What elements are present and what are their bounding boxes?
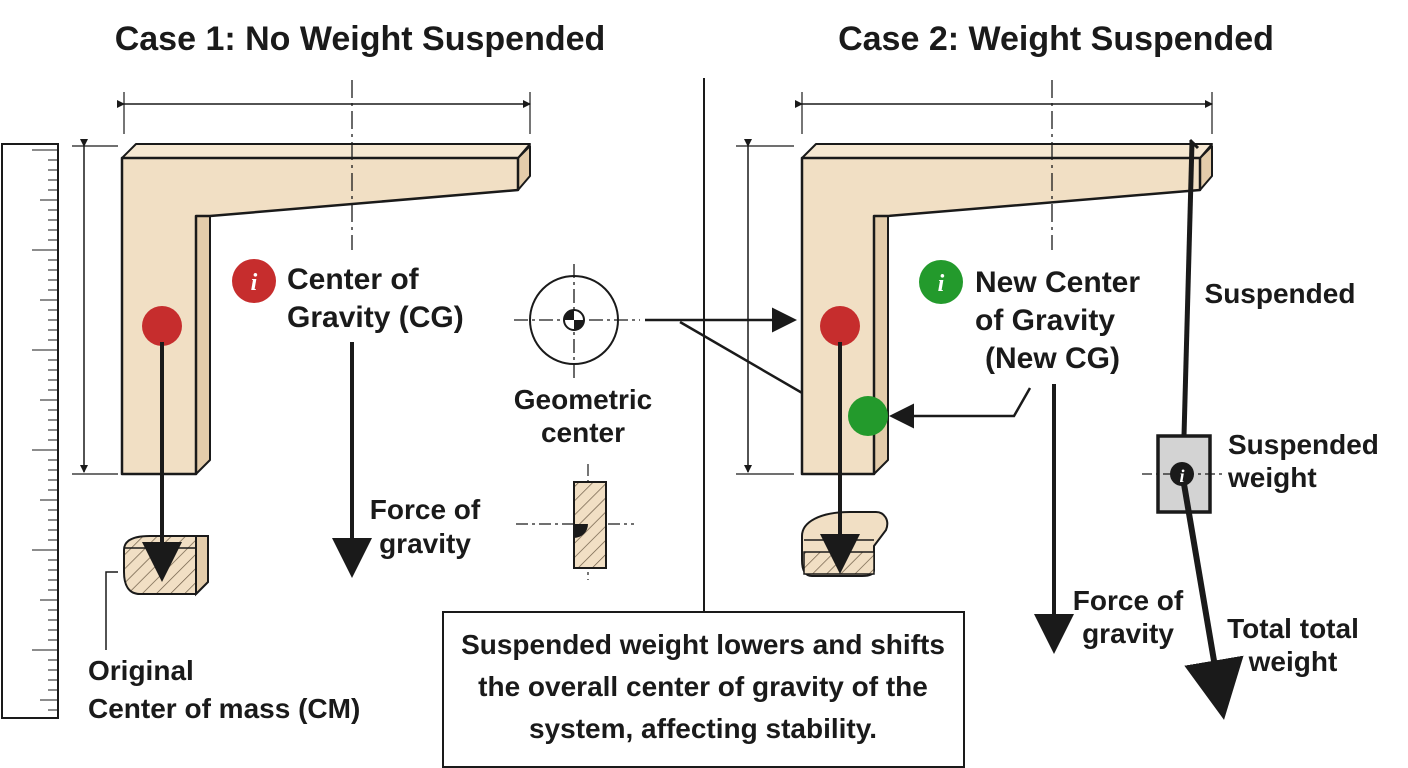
case1-cm-label-1: Original — [88, 655, 194, 686]
ruler-ticks — [32, 149, 58, 711]
weight-label-2: weight — [1227, 462, 1317, 493]
total-label-2: weight — [1248, 646, 1338, 677]
case2-cg-label-2: of Gravity — [975, 304, 1115, 337]
case2-force-label-2: gravity — [1082, 618, 1174, 649]
weight-label-1: Suspended — [1228, 429, 1379, 460]
case1-cg-info-icon: i — [232, 259, 276, 303]
case2-original-cg-dot — [820, 306, 860, 346]
note-line-1: Suspended weight lowers and shifts — [461, 629, 945, 660]
case1-cg-icon-glyph: i — [251, 270, 258, 296]
geo-label-1: Geometric — [514, 384, 653, 415]
case1-force-label-1: Force of — [370, 494, 481, 525]
case2-force-label-1: Force of — [1073, 585, 1184, 616]
ruler — [1, 143, 59, 719]
note-box — [442, 611, 965, 768]
geometric-center-symbol — [514, 264, 640, 378]
total-label-1: Total total — [1227, 613, 1359, 644]
case2-l-bracket — [736, 80, 1213, 577]
case1-cg-dot — [142, 306, 182, 346]
total-weight-arrow — [1181, 483, 1244, 720]
case1-cg-label-1: Center of — [287, 263, 420, 296]
case1-force-label-2: gravity — [379, 528, 471, 559]
case2-new-cg-pointer — [889, 387, 1032, 429]
case2-title: Case 2: Weight Suspended — [838, 20, 1274, 58]
geo-label-2: center — [541, 417, 625, 448]
weight-icon-glyph: i — [1179, 466, 1184, 486]
case1-title: Case 1: No Weight Suspended — [115, 20, 606, 58]
note-line-3: system, affecting stability. — [529, 713, 877, 744]
case2-cg-label-1: New Center — [975, 266, 1140, 299]
case1-cm-label-2: Center of mass (CM) — [88, 693, 360, 724]
geometric-section — [516, 464, 634, 580]
note-line-2: the overall center of gravity of the — [478, 671, 928, 702]
case1-l-bracket — [72, 80, 531, 650]
suspension-string — [1181, 141, 1195, 437]
case2-new-cg-dot — [848, 396, 888, 436]
case2-cg-icon-glyph: i — [938, 271, 945, 297]
suspended-weight: i — [1142, 434, 1224, 514]
case2-new-cg-info-icon: i — [919, 260, 963, 304]
case1-cg-label-2: Gravity (CG) — [287, 301, 464, 334]
suspended-label: Suspended — [1205, 278, 1356, 309]
case2-cg-label-3: (New CG) — [985, 342, 1120, 375]
